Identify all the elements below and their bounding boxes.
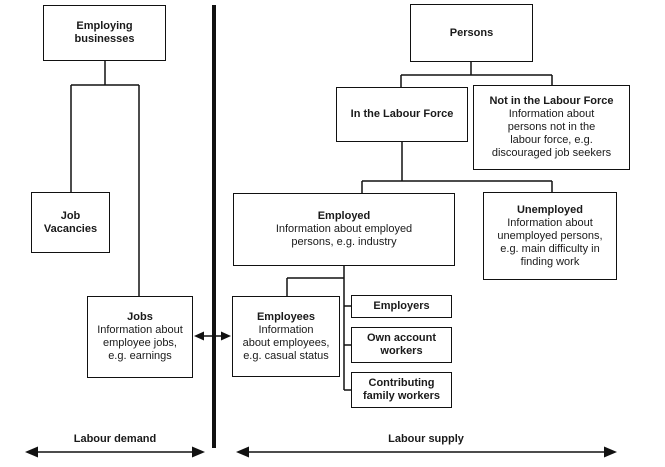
box-title: Not in the Labour Force [489, 95, 614, 107]
box-contributing-family-workers: Contributing family workers [351, 372, 452, 408]
box-description: Information about employees, e.g. casual… [242, 323, 330, 362]
box-not-in-the-labour-force: Not in the Labour Force Information abou… [473, 85, 630, 170]
box-description: Information about employed persons, e.g.… [275, 223, 413, 248]
box-title: Unemployed [516, 203, 583, 216]
box-title: Persons [449, 26, 494, 39]
box-title: Employers [373, 300, 430, 312]
box-description: Information about unemployed persons, e.… [497, 216, 603, 268]
box-title: Job Vacancies [43, 209, 98, 235]
box-job-vacancies: Job Vacancies [31, 192, 110, 253]
jobs-employees-arrow [194, 331, 231, 341]
labour-supply-arrow [236, 446, 617, 458]
labour-demand-arrow [25, 446, 205, 458]
box-title: Own account workers [366, 332, 437, 357]
labour-demand-label: Labour demand [73, 433, 157, 445]
box-title: In the Labour Force [350, 108, 454, 120]
box-employers: Employers [351, 295, 452, 318]
box-title: Employees [256, 310, 316, 323]
box-persons: Persons [410, 4, 533, 62]
box-jobs: Jobs Information about employee jobs, e.… [87, 296, 193, 378]
box-employed: Employed Information about employed pers… [233, 193, 455, 266]
box-title: Employed [317, 210, 371, 222]
demand-tree-connectors [70, 61, 140, 296]
box-unemployed: Unemployed Information about unemployed … [483, 192, 617, 280]
box-in-the-labour-force: In the Labour Force [336, 87, 468, 142]
box-title: Contributing family workers [362, 377, 441, 402]
box-title: Employing businesses [74, 20, 135, 45]
labour-supply-label: Labour supply [388, 433, 464, 445]
box-description: Information about employee jobs, e.g. ea… [97, 324, 183, 362]
supply-tree-connectors [286, 62, 553, 391]
box-own-account-workers: Own account workers [351, 327, 452, 363]
box-employing-businesses: Employing businesses [43, 5, 166, 61]
box-employees: Employees Information about employees, e… [232, 296, 340, 377]
box-description: Information about persons not in the lab… [491, 108, 612, 159]
box-title: Jobs [127, 311, 153, 323]
